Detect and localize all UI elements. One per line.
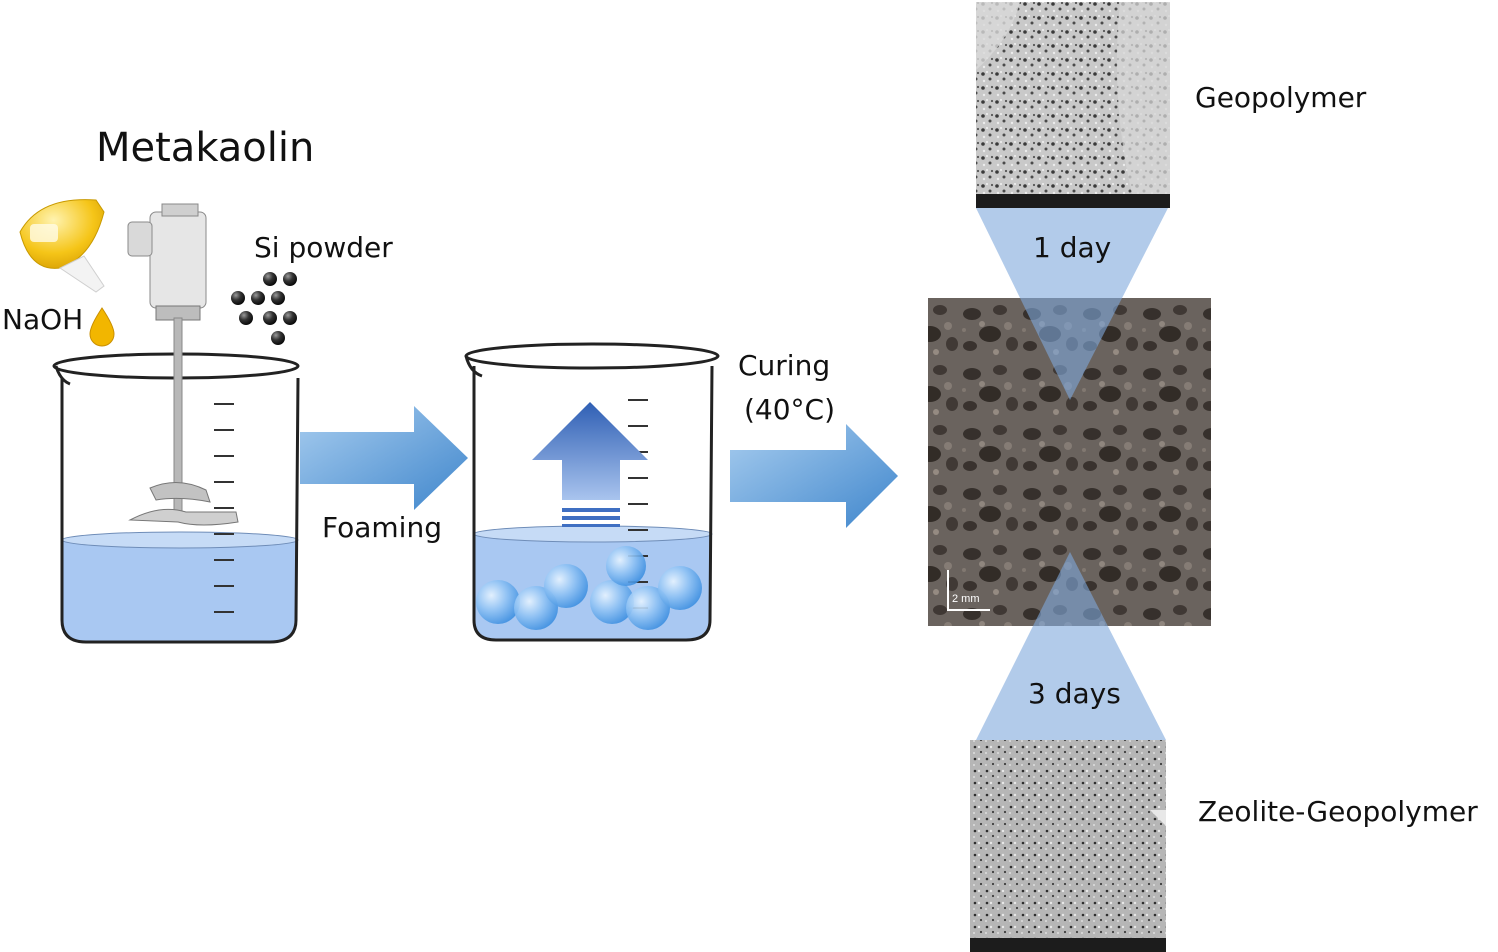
beaker-mixing [52, 352, 300, 644]
reagent-bottle-icon [19, 199, 105, 293]
magnification-cone-1-day [976, 208, 1168, 400]
three-days-label: 3 days [1028, 677, 1121, 710]
stirrer-motor-icon [127, 203, 239, 526]
one-day-label: 1 day [1033, 231, 1112, 264]
rising-arrow-icon [532, 402, 648, 527]
scale-bar-label: 2 mm [952, 593, 980, 605]
powder-particles-icon [231, 272, 297, 345]
oil-drop-icon [89, 307, 115, 347]
metakaolin-label: Metakaolin [96, 125, 315, 171]
magnification-cone-3-days [976, 552, 1166, 740]
bubble-icon [476, 546, 702, 630]
naoh-label: NaOH [2, 303, 84, 336]
foam-photo [928, 298, 1211, 626]
sem-image-geopolymer [976, 2, 1170, 208]
foaming-arrow [300, 406, 468, 510]
sem-image-zeolite-geopolymer [970, 740, 1166, 952]
zeolite-geopolymer-label: Zeolite-Geopolymer [1198, 795, 1478, 828]
curing-label: Curing [738, 349, 831, 382]
foaming-label: Foaming [322, 511, 442, 544]
geopolymer-label: Geopolymer [1195, 81, 1367, 114]
curing-arrow [730, 424, 898, 528]
si-powder-label: Si powder [254, 231, 393, 264]
curing-temperature-label: (40°C) [744, 393, 836, 426]
